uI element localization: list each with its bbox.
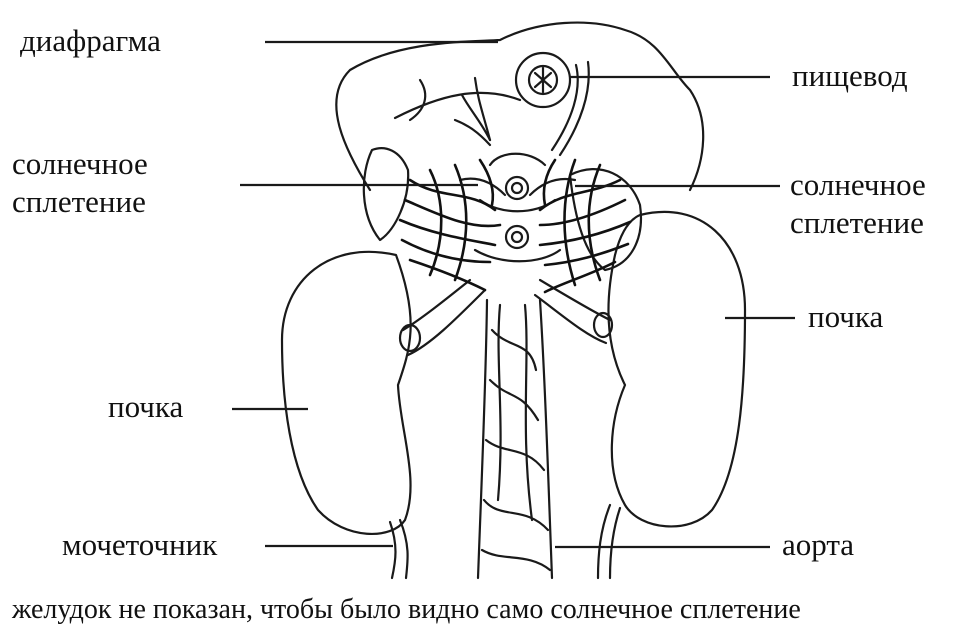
- kidney-right-label: почка: [808, 298, 883, 336]
- left-kidney-outline: [282, 252, 411, 534]
- diaphragm-label: диафрагма: [20, 22, 161, 60]
- diaphragm-outline: [336, 23, 703, 190]
- aorta-label: аорта: [782, 526, 854, 564]
- solar-plexus-left-label: солнечное сплетение: [12, 145, 148, 221]
- esophagus-label: пищевод: [792, 57, 908, 95]
- esophagus: [516, 53, 589, 155]
- caption: желудок не показан, чтобы было видно сам…: [12, 593, 801, 627]
- solar-plexus-right-label: солнечное сплетение: [790, 166, 926, 242]
- kidney-left-label: почка: [108, 388, 183, 426]
- right-kidney-outline: [608, 212, 745, 527]
- ureter-label: мочеточник: [62, 526, 217, 564]
